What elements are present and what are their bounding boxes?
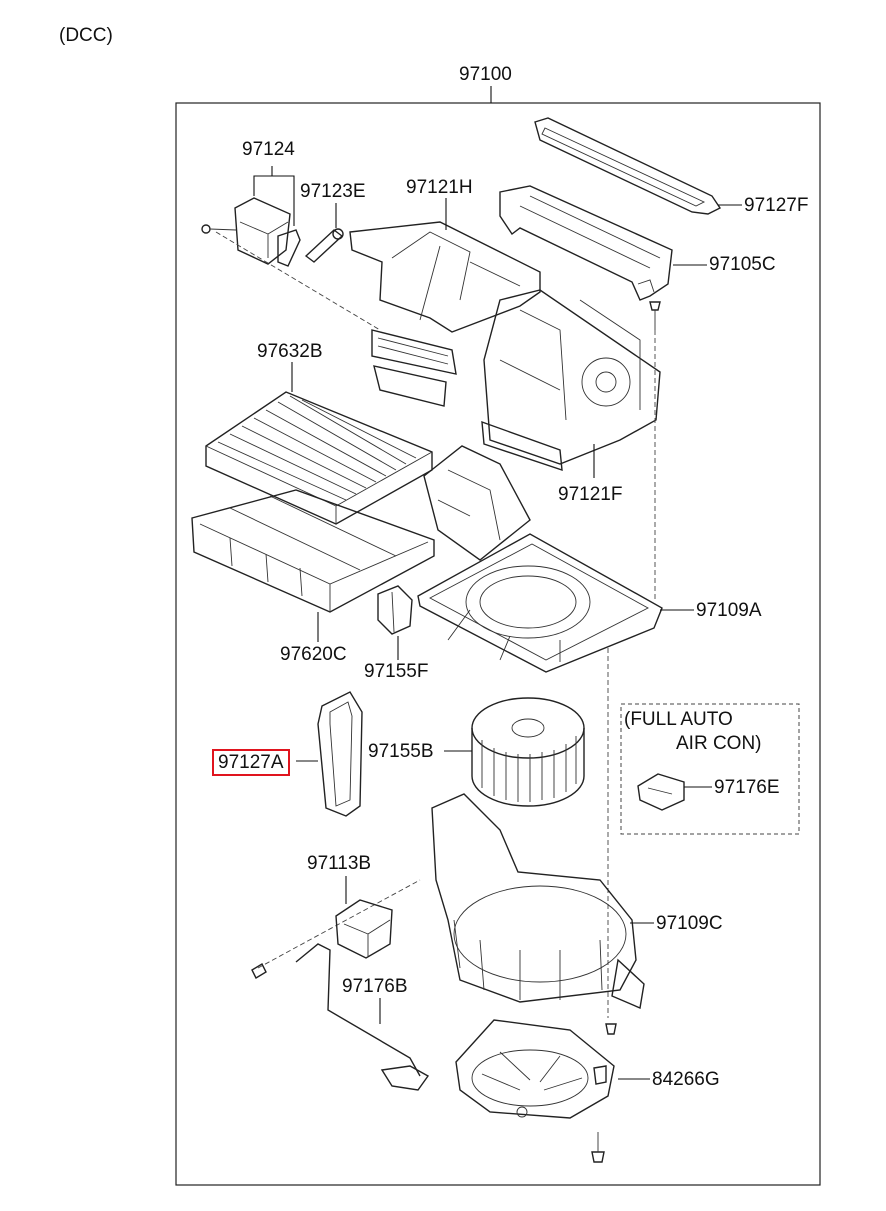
- part-label-97109a[interactable]: 97109A: [696, 600, 762, 621]
- part-97155f-shape: [377, 585, 413, 635]
- note-line-2: AIR CON): [676, 733, 762, 754]
- part-label-97121h[interactable]: 97121H: [406, 177, 473, 198]
- gasket-97127a-shape: [317, 691, 363, 817]
- cabin-filter-97632b-shape: [205, 391, 433, 525]
- part-label-97632b[interactable]: 97632B: [257, 341, 323, 362]
- assembly-frame: [175, 102, 821, 1186]
- part-label-97124[interactable]: 97124: [242, 139, 295, 160]
- case-right-section-shape: [481, 289, 661, 472]
- part-label-97155b[interactable]: 97155B: [368, 741, 434, 762]
- upper-case-97121h-shape: [349, 221, 541, 407]
- part-label-97105c[interactable]: 97105C: [709, 254, 776, 275]
- part-label-97121f[interactable]: 97121F: [558, 484, 623, 505]
- part-label-97620c[interactable]: 97620C: [280, 644, 347, 665]
- filter-cover-97620c-shape: [191, 489, 435, 613]
- part-label-84266g[interactable]: 84266G: [652, 1069, 720, 1090]
- part-label-97155f[interactable]: 97155F: [364, 661, 429, 682]
- module-97113b-shape: [335, 899, 393, 959]
- part-label-97127f[interactable]: 97127F: [744, 195, 809, 216]
- assembly-number-label: 97100: [459, 64, 512, 85]
- lower-plate-97109a-shape: [417, 533, 663, 673]
- actuator-97124-shape: [201, 197, 301, 267]
- duct-cover-97105c-shape: [499, 185, 673, 301]
- part-label-97123e[interactable]: 97123E: [300, 181, 366, 202]
- wire-harness-97176b-shape: [251, 943, 430, 1091]
- blower-wheel-97155b-shape: [471, 697, 585, 807]
- part-label-97176e[interactable]: 97176E: [714, 777, 780, 798]
- resistor-97176e-shape: [637, 773, 685, 811]
- part-label-97176b[interactable]: 97176B: [342, 976, 408, 997]
- screw-top-shape: [649, 301, 661, 330]
- variant-label: (DCC): [59, 25, 113, 46]
- part-label-97109c[interactable]: 97109C: [656, 913, 723, 934]
- part-label-97113b[interactable]: 97113B: [307, 853, 372, 874]
- screw-mid-shape: [605, 1023, 617, 1035]
- screw-bottom-shape: [591, 1132, 605, 1163]
- gasket-97127f-shape: [534, 117, 722, 215]
- duct-piece-shape: [423, 445, 531, 561]
- lever-97123e-shape: [304, 228, 344, 263]
- blower-housing-97109c-shape: [431, 793, 645, 1009]
- note-line-1: (FULL AUTO: [624, 709, 733, 730]
- motor-84266g-shape: [455, 1019, 615, 1119]
- part-label-97127a-highlighted[interactable]: 97127A: [212, 749, 290, 776]
